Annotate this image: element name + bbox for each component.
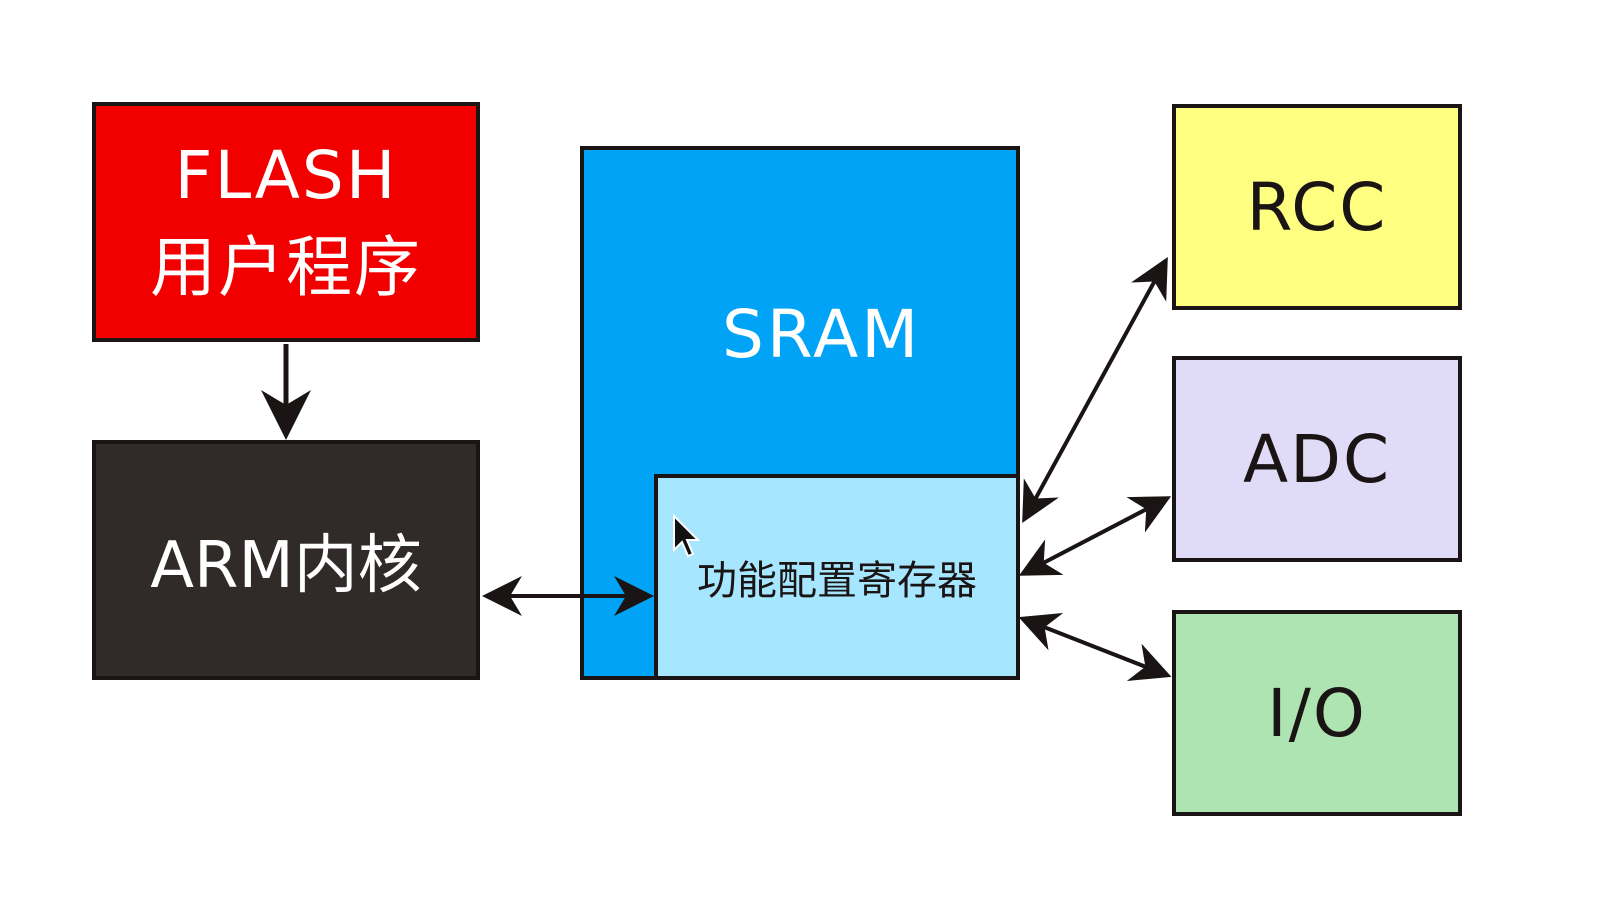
adc-label: ADC <box>1242 420 1392 498</box>
arrow-register-io <box>1018 613 1172 681</box>
config-register-block: 功能配置寄存器 <box>654 474 1020 680</box>
adc-block: ADC <box>1172 356 1462 562</box>
mouse-pointer-icon <box>673 514 701 558</box>
flash-label: FLASH 用户程序 <box>150 136 422 306</box>
io-block: I/O <box>1172 610 1462 816</box>
arm-core-label: ARM内核 <box>150 529 422 603</box>
sram-label: SRAM <box>722 296 922 373</box>
config-register-label: 功能配置寄存器 <box>697 558 977 604</box>
flash-block: FLASH 用户程序 <box>92 102 480 342</box>
rcc-label: RCC <box>1246 168 1388 246</box>
arm-core-block: ARM内核 <box>92 440 480 680</box>
arrow-register-adc <box>1018 496 1172 576</box>
rcc-block: RCC <box>1172 104 1462 310</box>
io-label: I/O <box>1267 674 1367 752</box>
arrow-register-rcc <box>1022 256 1168 524</box>
